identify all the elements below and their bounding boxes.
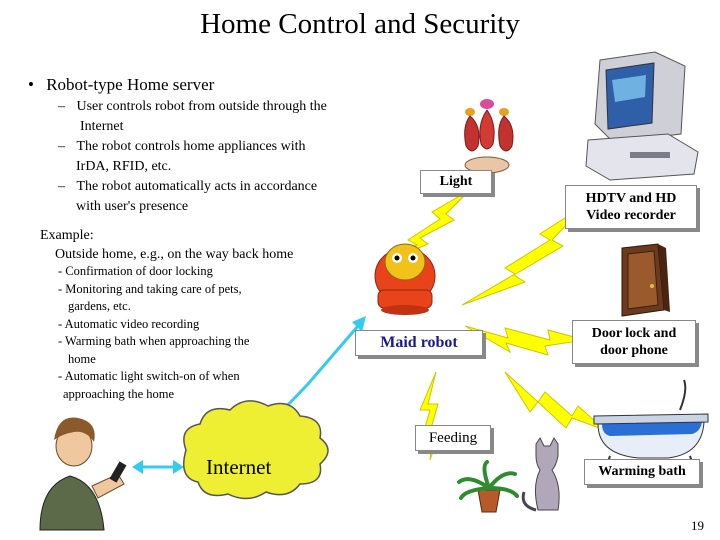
- example-item-5: - Automatic light switch-on of when appro…: [58, 368, 318, 403]
- lightning-bolt-hdtv: [461, 204, 586, 306]
- example-item-4-line-1: - Warming bath when approaching the: [58, 334, 250, 348]
- bathtub-icon: [593, 379, 709, 469]
- person-with-phone-icon: [39, 417, 127, 531]
- plant-icon: [457, 460, 519, 513]
- hdtv-icon: [585, 51, 699, 181]
- door-label-line-1: Door lock and: [591, 326, 677, 341]
- cat-icon: [521, 437, 560, 512]
- main-bullet-text: Robot-type Home server: [46, 75, 215, 94]
- slide-title: Home Control and Security: [200, 8, 520, 40]
- bath-label: Warming bath: [584, 459, 700, 485]
- example-item-2-line-1: - Monitoring and taking care of pets,: [58, 281, 242, 296]
- example-item-4-line-2: home: [68, 351, 96, 366]
- example-item-1: - Confirmation of door locking: [58, 263, 318, 281]
- subbullet-3-line-2: with user's presence: [76, 199, 189, 214]
- subbullet-2: – The robot controls home appliances wit…: [58, 137, 388, 177]
- maid-robot-label: Maid robot: [355, 330, 483, 356]
- maid-robot-icon: [374, 243, 436, 315]
- subbullet-3-line-1: The robot automatically acts in accordan…: [76, 179, 318, 194]
- example-item-2-line-2: gardens, etc.: [68, 299, 131, 313]
- lightning-bolt-bath: [504, 371, 606, 431]
- example-item-1-line-1: - Confirmation of door locking: [58, 264, 213, 278]
- example-item-4: - Warming bath when approaching the home: [58, 333, 318, 368]
- door-label-line-2: door phone: [600, 343, 668, 358]
- subbullet-list: – User controls robot from outside throu…: [58, 97, 388, 217]
- subbullet-1: – User controls robot from outside throu…: [58, 97, 388, 137]
- example-item-5-line-1: - Automatic light switch-on of when: [58, 369, 240, 383]
- subbullet-3: – The robot automatically acts in accord…: [58, 177, 388, 217]
- internet-cloud: [183, 400, 329, 500]
- lightning-bolt-door: [464, 325, 586, 356]
- light-label: Light: [420, 170, 492, 194]
- door-label: Door lock and door phone: [572, 320, 696, 364]
- user-link-arrow: [132, 460, 184, 474]
- dash-marker: –: [58, 179, 65, 194]
- subbullet-2-line-1: The robot controls home appliances with: [76, 139, 306, 154]
- page-number: 19: [691, 518, 704, 533]
- dash-marker: –: [58, 99, 65, 114]
- example-item-3: - Automatic video recording: [58, 316, 318, 334]
- subbullet-1-line-1: User controls robot from outside through…: [76, 99, 327, 114]
- hdtv-label-line-2: Video recorder: [586, 208, 676, 223]
- example-heading: Example:: [40, 228, 94, 243]
- feeding-label: Feeding: [415, 425, 491, 451]
- subbullet-2-line-2: IrDA, RFID, etc.: [76, 159, 172, 174]
- lamp-figures-icon: [464, 99, 514, 174]
- subbullet-1-line-2: Internet: [80, 119, 124, 134]
- bullet-marker: •: [28, 75, 34, 94]
- example-item-3-line-1: - Automatic video recording: [58, 316, 200, 331]
- example-list: - Confirmation of door locking - Monitor…: [58, 263, 318, 403]
- dash-marker: –: [58, 139, 65, 154]
- example-item-5-line-2: approaching the home: [63, 386, 175, 401]
- hdtv-label-line-1: HDTV and HD: [585, 191, 677, 206]
- door-icon: [621, 243, 670, 317]
- main-bullet: • Robot-type Home server: [28, 75, 214, 95]
- hdtv-label: HDTV and HD Video recorder: [565, 185, 697, 229]
- example-item-2: - Monitoring and taking care of pets, gar…: [58, 281, 318, 316]
- internet-label: Internet: [206, 455, 272, 479]
- example-sub: Outside home, e.g., on the way back home: [55, 247, 294, 262]
